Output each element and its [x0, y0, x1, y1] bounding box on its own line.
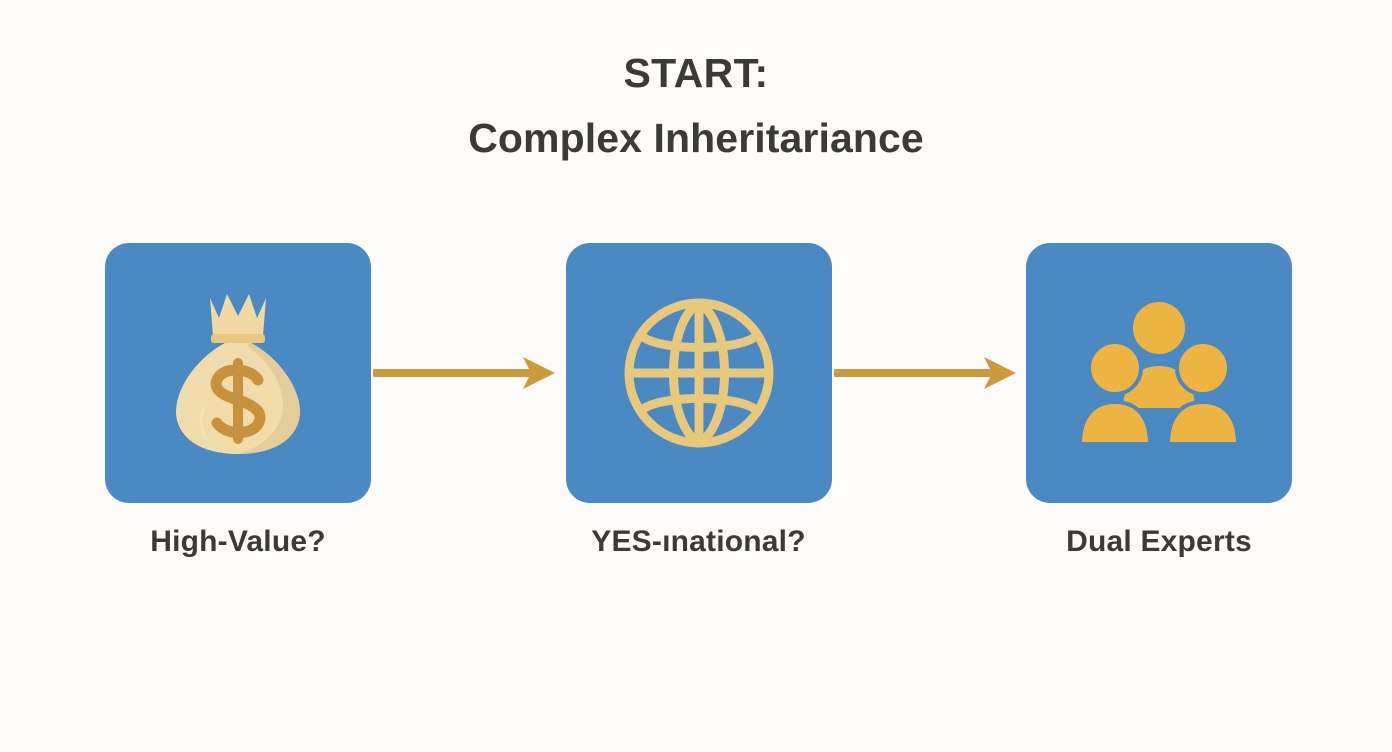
flow-node-3-card[interactable]: [1026, 243, 1292, 503]
title-line-subject: Complex Inheritariance: [468, 115, 924, 162]
flow-node-3[interactable]: Dual Experts: [1026, 243, 1292, 559]
diagram-title: START: Complex Inheritariance: [0, 46, 1392, 167]
flow-row: High-Value?: [105, 243, 1292, 573]
people-group-icon: [1074, 298, 1244, 448]
flow-node-3-label: Dual Experts: [1066, 525, 1252, 558]
globe-icon: [619, 293, 779, 453]
money-bag-icon: [163, 288, 313, 458]
flow-arrow-2: [832, 243, 1027, 503]
flow-node-2-label: YES-ınational?: [591, 525, 806, 558]
flow-node-1-label: High-Value?: [150, 525, 326, 558]
title-line-start: START:: [623, 50, 769, 96]
flow-node-1-card[interactable]: [105, 243, 371, 503]
flow-node-1[interactable]: High-Value?: [105, 243, 371, 559]
flow-node-2[interactable]: YES-ınational?: [565, 243, 832, 559]
flow-arrow-1: [371, 243, 566, 503]
flow-node-2-card[interactable]: [565, 243, 832, 503]
